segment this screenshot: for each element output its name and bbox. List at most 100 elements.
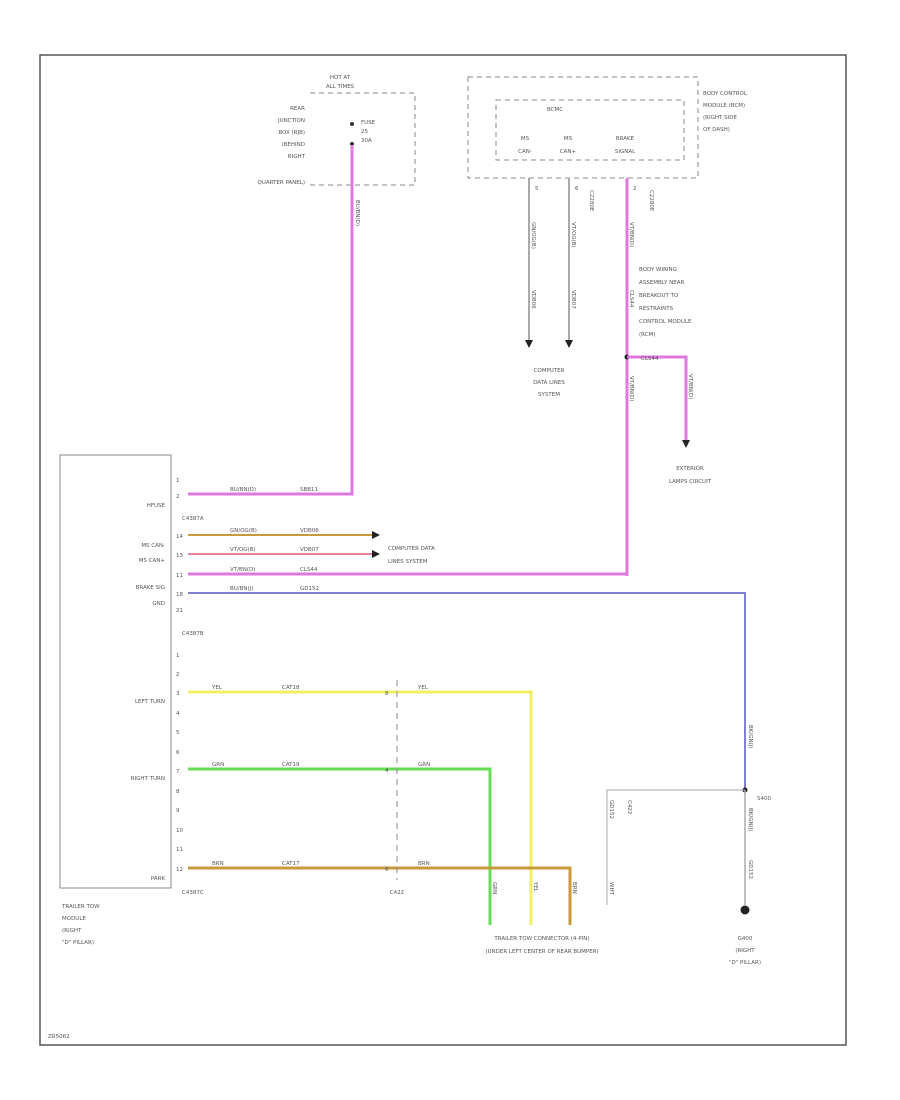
pin-number: 21	[176, 608, 183, 614]
fuse-label: FUSE	[361, 120, 376, 126]
pin-number: 1	[176, 478, 180, 484]
pin-label-brake-sig: BRAKE SIG	[136, 585, 165, 591]
pin-number: 1	[176, 653, 180, 659]
wire-label-v-gnd-b: GD152	[608, 800, 614, 819]
bcm-pin-brake-2: SIGNAL	[615, 149, 636, 155]
module-name-4: "D" PILLAR)	[62, 940, 94, 946]
bcm-pin-num-1: 5	[535, 186, 539, 192]
pin-label-hfuse: HFUSE	[147, 503, 166, 509]
trailer-connector-2: (UNDER LEFT CENTER OF REAR BUMPER)	[485, 949, 598, 955]
pin-number: 10	[176, 828, 183, 834]
wire-hfuse	[188, 145, 354, 496]
bcm-location-2: MODULE (BCM)	[703, 103, 745, 109]
wire-label-v-gnd-a: BK/GN(J)	[747, 725, 753, 749]
connector-c4387c: C4387C	[182, 890, 204, 896]
trailer-tow-module-box	[59, 454, 172, 889]
c422-label: C422	[390, 890, 404, 896]
body-wiring-3: BREAKOUT TO	[639, 293, 679, 299]
pin-number: 14	[176, 534, 183, 540]
arrow-can-minus-down	[525, 340, 533, 348]
bcm-pin-num-2: 6	[575, 186, 579, 192]
all-times-label: ALL TIMES	[326, 84, 355, 90]
pin-label-gnd: GND	[152, 601, 165, 607]
arrow-can-minus-right	[372, 531, 380, 539]
c422-pin: 8	[385, 691, 389, 697]
fuse-number: 25	[361, 129, 368, 135]
pin-number: 12	[176, 867, 183, 873]
bcm-pin-can-minus-2: CAN-	[518, 149, 532, 155]
pin-numbers: 1 2 14 13 11 18 21 1 2 3 4 5 6 7 8 9 10 …	[176, 478, 183, 873]
connector-c4387a: C4387A	[182, 516, 204, 522]
wire-left-turn	[188, 690, 533, 925]
pin-label-park: PARK	[151, 876, 166, 882]
pin-label-ms-can-minus: MS CAN-	[141, 543, 165, 549]
conn-pin-brn-label: BRN	[571, 882, 577, 894]
ground-g400-symbol	[740, 905, 750, 915]
fuse-box: HOT AT ALL TIMES FUSE 25 30A REAR JUNCTI…	[258, 75, 416, 186]
bcm-pin-can-plus-2: CAN+	[560, 149, 577, 155]
rjb-line-2: JUNCTION	[277, 118, 305, 124]
wire-label-v-ext: VT/BN(D)	[687, 374, 693, 399]
wire-label-v-can-plus-b: VDB07	[570, 290, 576, 309]
bcm-connector-label-2: C2280E	[648, 190, 654, 212]
rjb-line-4: (BEHIND	[281, 142, 305, 148]
trailer-connector-1: TRAILER TOW CONNECTOR (4-PIN)	[493, 936, 589, 942]
fuse-terminal-top	[350, 122, 354, 126]
arrow-can-plus-right	[372, 550, 380, 558]
module-name-2: MODULE	[62, 916, 86, 922]
computer-data-top-3: SYSTEM	[538, 392, 560, 398]
wire-label-v-brake-b: CLS44	[628, 290, 634, 308]
pin-number: 11	[176, 847, 183, 853]
pin-number: 18	[176, 592, 183, 598]
wire-label-can-plus-1: VT/OG(B)	[230, 547, 256, 553]
wire-label-v-can-plus-a: VT/OG(B)	[570, 222, 576, 248]
wire-label-can-minus-2: VDB06	[300, 528, 319, 534]
wire-label-left-3: YEL	[417, 685, 429, 691]
wire-label-park-1: BRN	[212, 861, 224, 867]
pin-number: 9	[176, 808, 180, 814]
bcm-location-4: OF DASH)	[703, 127, 730, 133]
pin-number: 4	[176, 711, 180, 717]
body-control-module: BCMC MS CAN- MS CAN+ BRAKE SIGNAL BODY C…	[467, 76, 748, 179]
computer-data-top-1: COMPUTER	[534, 368, 565, 374]
ground-loc-3: "D" PILLAR)	[729, 960, 761, 966]
bcm-inner-outline	[495, 99, 685, 161]
wire-label-right-3: GRN	[418, 762, 430, 768]
trailer-tow-module: HFUSE MS CAN- MS CAN+ BRAKE SIG GND LEFT…	[59, 454, 204, 946]
conn-pin-wht-label: WHT	[608, 882, 614, 896]
bcm-pin-can-minus-1: MS	[521, 136, 530, 142]
pin-number: 7	[176, 769, 180, 775]
wire-label-v-brake-a: VT/BN(D)	[628, 222, 634, 247]
computer-data-top-2: DATA LINES	[533, 380, 565, 386]
rjb-line-1: REAR	[290, 106, 305, 112]
pin-label-left-turn: LEFT TURN	[135, 699, 165, 705]
wire-label-v-fuse: BU/BN(D)	[354, 200, 360, 226]
wire-label-v-can-minus-b: VDB06	[530, 290, 536, 309]
rjb-line-3: BOX (RJB)	[278, 130, 305, 136]
wire-label-can-minus-1: GN/OG(B)	[230, 528, 257, 534]
bcm-location-3: (RIGHT SIDE	[703, 115, 737, 121]
pin-label-right-turn: RIGHT TURN	[131, 776, 165, 782]
bcm-inner-label: BCMC	[547, 107, 563, 113]
diagram-id: ZR5062	[48, 1034, 70, 1040]
wire-label-hfuse-1: BU/BN(D)	[230, 487, 256, 493]
c422-pin: 6	[385, 867, 389, 873]
pin-number: 2	[176, 494, 180, 500]
wire-label-brake-2: CLS44	[300, 567, 318, 573]
c422-pin: 4	[385, 768, 389, 774]
wire-label-park-3: BRN	[418, 861, 430, 867]
exterior-lamps-2: LAMPS CIRCUIT	[669, 479, 712, 485]
wire-label-left-1: YEL	[211, 685, 223, 691]
ground-loc-1: G400	[738, 936, 753, 942]
fuse-amperage: 30A	[361, 138, 372, 144]
wire-label-gnd-1: BU/BN(J)	[230, 586, 253, 592]
diagram-frame	[39, 54, 847, 1046]
wire-label-hfuse-2: SBB11	[300, 487, 318, 493]
arrow-can-plus-down	[565, 340, 573, 348]
pin-number: 2	[176, 672, 180, 678]
bcm-connector-label-1: C2280E	[588, 190, 594, 212]
hot-at-label: HOT AT	[330, 75, 351, 81]
body-wiring-1: BODY WIRING	[639, 267, 677, 273]
bcm-outer-outline	[467, 76, 699, 179]
pin-label-ms-can-plus: MS CAN+	[139, 558, 166, 564]
